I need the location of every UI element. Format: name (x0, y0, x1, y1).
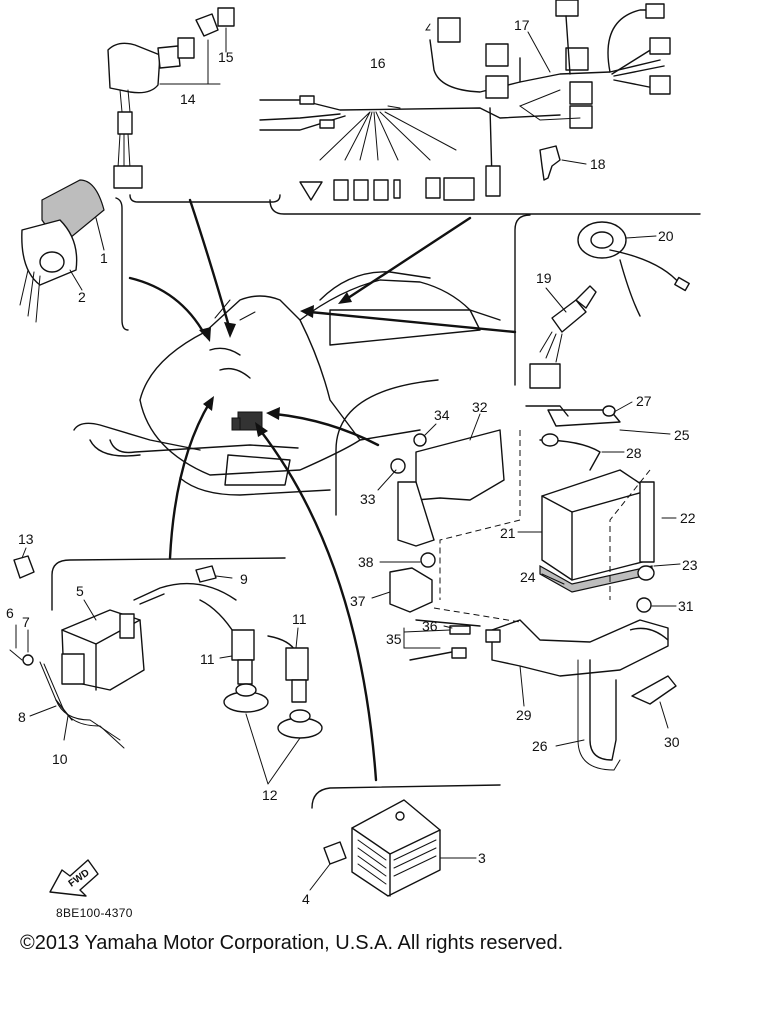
callout-8: 8 (18, 709, 26, 725)
rectifier-regulator (323, 799, 441, 897)
battery-group (390, 405, 655, 600)
callout-15: 15 (218, 49, 234, 65)
callout-27: 27 (636, 393, 652, 409)
callout-1: 1 (100, 250, 108, 266)
callout-36: 36 (422, 618, 438, 634)
callout-20: 20 (658, 228, 674, 244)
copyright-notice: ©2013 Yamaha Motor Corporation, U.S.A. A… (20, 932, 564, 954)
callout-19: 19 (536, 270, 552, 286)
callout-33: 33 (360, 491, 376, 507)
battery-box (389, 552, 677, 771)
callout-37: 37 (350, 593, 366, 609)
callout-21: 21 (500, 525, 516, 541)
stop-switch (529, 285, 597, 389)
callout-25: 25 (674, 427, 690, 443)
callout-23: 23 (682, 557, 698, 573)
snowmobile-body (73, 271, 501, 496)
callout-12: 12 (262, 787, 278, 803)
callout-22: 22 (680, 510, 696, 526)
callout-11-left: 11 (200, 651, 215, 667)
callout-6: 6 (6, 605, 14, 621)
callout-13: 13 (18, 531, 34, 547)
diagram-code: 8BE100-4370 (56, 906, 133, 920)
callout-35: 35 (386, 631, 402, 647)
callout-4: 4 (302, 891, 310, 907)
callout-30: 30 (664, 734, 680, 750)
ignition-coil (9, 555, 237, 749)
handlebar-switch (19, 179, 105, 323)
callout-7: 7 (22, 614, 30, 630)
callout-38: 38 (358, 554, 374, 570)
wire-harness (259, 95, 561, 201)
callout-31: 31 (678, 598, 694, 614)
throttle-switch (577, 221, 690, 317)
callout-17: 17 (514, 17, 530, 33)
callout-3: 3 (478, 850, 486, 866)
callout-26: 26 (532, 738, 548, 754)
spark-plug-caps (199, 599, 323, 739)
callout-2: 2 (78, 289, 86, 305)
callout-11-right: 11 (292, 611, 307, 627)
callout-29: 29 (516, 707, 532, 723)
callout-34: 34 (434, 407, 450, 423)
callout-10: 10 (52, 751, 68, 767)
callout-32: 32 (472, 399, 488, 415)
callout-14: 14 (180, 91, 196, 107)
key-18 (539, 145, 561, 181)
group-brackets (51, 194, 701, 809)
sub-harness (425, 0, 671, 129)
callout-numbers: 1 2 3 4 5 6 7 8 9 10 11 11 12 13 14 15 1… (6, 17, 698, 907)
callout-16: 16 (370, 55, 386, 71)
callout-28: 28 (626, 445, 642, 461)
callout-5: 5 (76, 583, 84, 599)
callout-18: 18 (590, 156, 606, 172)
callout-leaders (15, 31, 681, 891)
leader-arrows (128, 198, 517, 782)
fwd-arrow: FWD (49, 859, 99, 897)
callout-24: 24 (520, 569, 536, 585)
main-switch (107, 7, 235, 189)
callout-9: 9 (240, 571, 248, 587)
